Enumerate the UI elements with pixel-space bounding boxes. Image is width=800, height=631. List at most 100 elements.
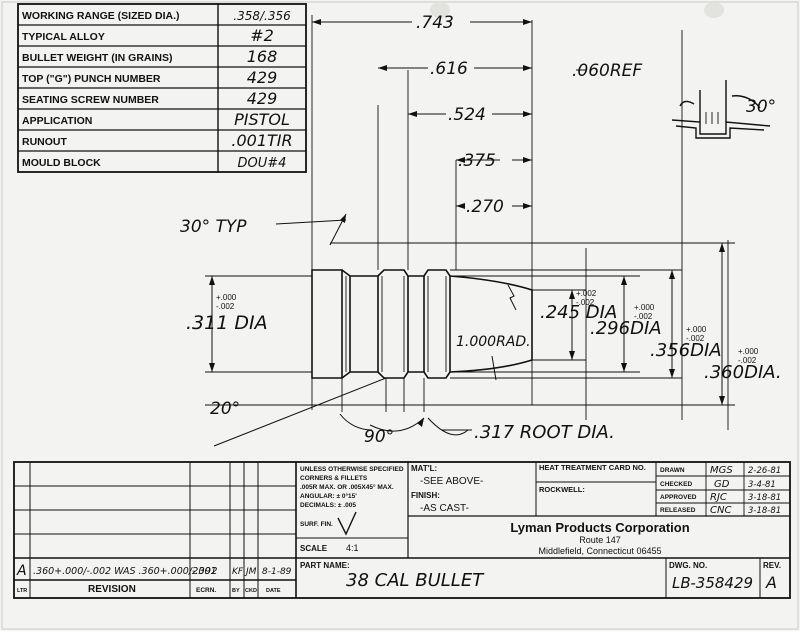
diameter-dimension-lines bbox=[211, 243, 723, 405]
company-block: Lyman Products Corporation Route 147 Mid… bbox=[510, 520, 689, 556]
angle-30: 30° bbox=[746, 97, 776, 117]
tol-245-minus: -.002 bbox=[576, 298, 595, 307]
approved-by: RJC bbox=[710, 492, 727, 503]
checked-date: 3-4-81 bbox=[748, 480, 776, 490]
checked-by: GD bbox=[714, 479, 730, 490]
drawn-by: MGS bbox=[710, 465, 733, 476]
spec-label-range: WORKING RANGE (SIZED DIA.) bbox=[22, 10, 180, 22]
dimension-texts: .743 .616 .524 .375 .270 .060REF 30° 30°… bbox=[180, 13, 782, 447]
material-labels: MAT'L: FINISH: HEAT TREATMENT CARD NO. R… bbox=[411, 463, 646, 500]
released-label: RELEASED bbox=[660, 507, 696, 514]
dim-375: .375 bbox=[458, 151, 496, 171]
finish-value: -AS CAST- bbox=[420, 503, 469, 514]
spec-labels: WORKING RANGE (SIZED DIA.) TYPICAL ALLOY… bbox=[22, 10, 180, 169]
punch-hole bbox=[704, 2, 724, 18]
spec-value-runout: .001TIR bbox=[231, 131, 292, 150]
spec-value-application: PISTOL bbox=[234, 110, 290, 129]
tolerance-texts: +.000 -.002 +.002 -.002 +.000 -.002 +.00… bbox=[216, 289, 759, 365]
extension-lines bbox=[311, 15, 729, 430]
spec-value-mould: DOU#4 bbox=[238, 156, 287, 171]
dim-270: .270 bbox=[466, 197, 504, 217]
rad-1000: 1.000RAD. bbox=[456, 334, 531, 350]
angle-leaders bbox=[213, 213, 469, 447]
revision-entry: A .360+.000/-.002 WAS .360+.000/-.001 23… bbox=[16, 563, 292, 579]
spec-table bbox=[17, 3, 307, 173]
part-name-label: PART NAME: bbox=[300, 561, 350, 570]
angle-20: 20° bbox=[210, 399, 240, 419]
note-line: ANGULAR: ± 0°15' bbox=[300, 492, 357, 500]
dim-060-ref: .060REF bbox=[572, 61, 642, 81]
company-city: Middlefield, Connecticut 06455 bbox=[538, 546, 661, 556]
tol-296-plus: +.000 bbox=[634, 303, 655, 312]
rev-entry-by: KF bbox=[232, 567, 244, 577]
title-block-grid bbox=[13, 461, 791, 599]
punch-hole bbox=[430, 2, 450, 18]
note-line: DECIMALS: ± .005 bbox=[300, 502, 356, 509]
heat-treatment-label: HEAT TREATMENT CARD NO. bbox=[539, 463, 646, 472]
scale-label: SCALE bbox=[300, 544, 328, 553]
dimension-arrows bbox=[312, 19, 532, 209]
approved-date: 3-18-81 bbox=[748, 493, 781, 503]
note-line: CORNERS & FILLETS bbox=[300, 475, 368, 482]
dia-356: .356DIA bbox=[650, 340, 722, 361]
surf-fin-label: SURF. FIN. bbox=[300, 521, 333, 528]
tol-245-plus: +.002 bbox=[576, 289, 597, 298]
matl-label: MAT'L: bbox=[411, 464, 437, 473]
root-dia-317: .317 ROOT DIA. bbox=[474, 422, 615, 443]
company-route: Route 147 bbox=[579, 535, 621, 545]
rev-entry-date: 8-1-89 bbox=[262, 567, 292, 577]
scale-value: 4:1 bbox=[346, 543, 359, 553]
ckd-label: CKD bbox=[245, 588, 257, 594]
angle-30-typ: 30° TYP bbox=[180, 217, 247, 237]
matl-value: -SEE ABOVE- bbox=[420, 476, 483, 487]
ltr-label: LTR bbox=[17, 588, 27, 594]
bullet-profile bbox=[311, 269, 533, 381]
dim-743: .743 bbox=[416, 13, 454, 33]
approval-values: MGS 2-26-81 GD 3-4-81 RJC 3-18-81 CNC 3-… bbox=[710, 465, 781, 516]
angle-arrows bbox=[340, 214, 424, 427]
released-by: CNC bbox=[710, 505, 731, 516]
surface-finish-symbol bbox=[337, 511, 357, 536]
drawn-date: 2-26-81 bbox=[748, 466, 781, 476]
spec-label-weight: BULLET WEIGHT (IN GRAINS) bbox=[22, 52, 173, 64]
tol-311-minus: -.002 bbox=[216, 302, 235, 311]
spec-label-punch: TOP ("G") PUNCH NUMBER bbox=[22, 73, 161, 85]
rockwell-label: ROCKWELL: bbox=[539, 485, 585, 494]
approval-labels: DRAWN CHECKED APPROVED RELEASED bbox=[660, 467, 697, 514]
tol-296-minus: -.002 bbox=[634, 312, 653, 321]
horizontal-extensions bbox=[205, 242, 735, 406]
dim-616: .616 bbox=[430, 59, 468, 79]
dwg-no: LB-358429 bbox=[672, 574, 753, 592]
spec-values: .358/.356 #2 168 429 429 PISTOL .001TIR … bbox=[231, 9, 292, 171]
spec-label-mould: MOULD BLOCK bbox=[22, 157, 101, 169]
checked-label: CHECKED bbox=[660, 481, 692, 488]
ecrn-label: ECRN. bbox=[196, 587, 216, 594]
dia-296: .296DIA bbox=[590, 318, 662, 339]
groove-detail-view bbox=[671, 80, 771, 139]
approved-label: APPROVED bbox=[660, 494, 697, 501]
dim-524: .524 bbox=[448, 105, 486, 125]
rev-entry-ecrn: 2392 bbox=[192, 566, 217, 577]
revision-headers: LTR REVISION ECRN. BY CKD DATE bbox=[17, 584, 281, 595]
dia-360: .360DIA. bbox=[704, 362, 782, 383]
tol-311-plus: +.000 bbox=[216, 293, 237, 302]
spec-value-punch: 429 bbox=[247, 68, 278, 87]
diameter-arrows bbox=[209, 243, 725, 405]
tol-360-minus: -.002 bbox=[738, 356, 757, 365]
rev-value: A bbox=[765, 573, 777, 592]
rev-label: REV. bbox=[763, 561, 781, 570]
date-label: DATE bbox=[266, 588, 281, 594]
revision-label: REVISION bbox=[88, 584, 136, 595]
spec-label-application: APPLICATION bbox=[22, 115, 92, 127]
spec-value-weight: 168 bbox=[247, 47, 278, 66]
spec-label-screw: SEATING SCREW NUMBER bbox=[22, 94, 159, 106]
spec-value-alloy: #2 bbox=[250, 26, 274, 45]
tol-360-plus: +.000 bbox=[738, 347, 759, 356]
tol-356-minus: -.002 bbox=[686, 334, 705, 343]
general-notes: UNLESS OTHERWISE SPECIFIED CORNERS & FIL… bbox=[300, 466, 404, 528]
spec-value-range: .358/.356 bbox=[233, 9, 291, 23]
material-values: -SEE ABOVE- -AS CAST- bbox=[420, 476, 483, 514]
